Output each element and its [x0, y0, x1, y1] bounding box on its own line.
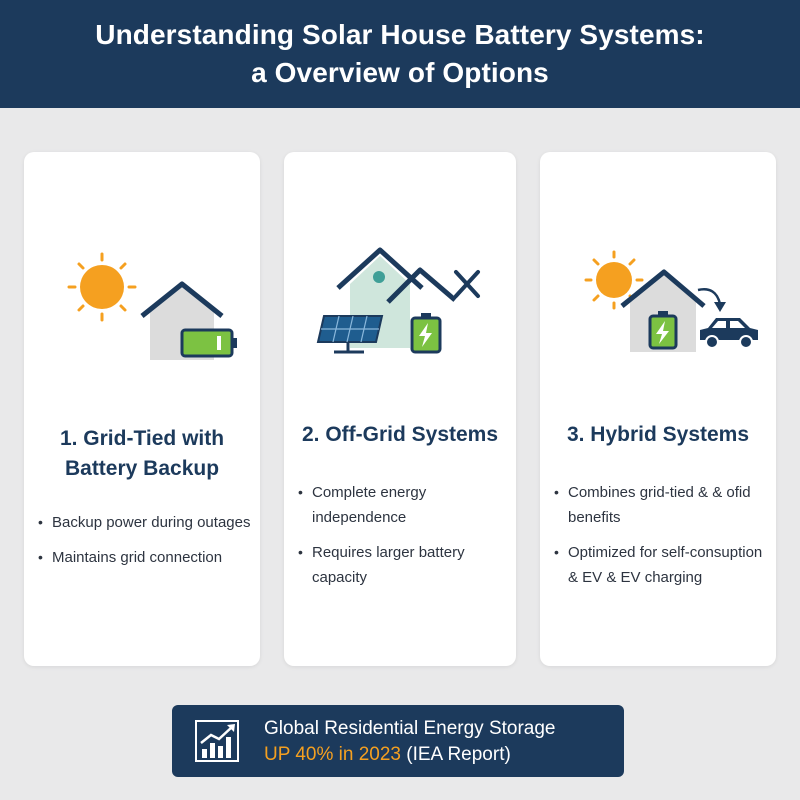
grid-tied-illustration — [24, 232, 260, 382]
card-title: 2. Off-Grid Systems — [301, 423, 499, 446]
sun-icon — [67, 252, 137, 322]
feature-list: Combines grid-tied & & ofid benefits Opt… — [554, 480, 776, 600]
card-title: 1. Grid-Tied with Battery Backup — [24, 424, 260, 484]
card-off-grid: 2. Off-Grid Systems Complete energy inde… — [284, 152, 516, 666]
off-grid-illustration — [284, 232, 516, 382]
page-title-line-2: a Overview of Options — [251, 57, 549, 88]
list-item: Combines grid-tied & & ofid benefits — [554, 480, 776, 530]
no-grid-x-icon — [454, 270, 480, 298]
solar-panel-icon — [316, 315, 384, 354]
list-item: Requires larger battery capacity — [298, 540, 514, 590]
battery-icon — [180, 328, 237, 358]
battery-charging-icon — [410, 313, 442, 354]
list-item: Maintains grid connection — [38, 545, 258, 570]
header-banner: Understanding Solar House Battery System… — [0, 0, 800, 108]
stat-banner: Global Residential Energy Storage UP 40%… — [172, 705, 624, 777]
car-icon — [700, 318, 758, 349]
feature-list: Backup power during outages Maintains gr… — [38, 510, 258, 580]
list-item: Complete energy independence — [298, 480, 514, 530]
card-title-line-1: 1. Grid-Tied with — [59, 427, 225, 450]
feature-list: Complete energy independence Requires la… — [298, 480, 514, 600]
banner-stat: UP 40% in 2023 (IEA Report) — [264, 743, 511, 767]
hybrid-illustration — [540, 232, 776, 382]
list-item: Backup power during outages — [38, 510, 258, 535]
list-item: Optimized for self-consuption & EV & EV … — [554, 540, 776, 590]
battery-charging-icon — [648, 311, 678, 350]
growth-chart-icon — [195, 720, 239, 762]
card-hybrid: 3. Hybrid Systems Combines grid-tied & &… — [540, 152, 776, 666]
arrow-icon — [697, 288, 726, 312]
card-title: 3. Hybrid Systems — [566, 423, 750, 446]
banner-highlight: UP 40% in 2023 — [264, 744, 401, 765]
card-grid-tied: 1. Grid-Tied with Battery Backup Backup … — [24, 152, 260, 666]
page-title-line-1: Understanding Solar House Battery System… — [95, 19, 705, 50]
banner-source: (IEA Report) — [400, 744, 511, 765]
card-title-line-2: Battery Backup — [64, 457, 220, 480]
banner-headline: Global Residential Energy Storage — [264, 718, 556, 739]
